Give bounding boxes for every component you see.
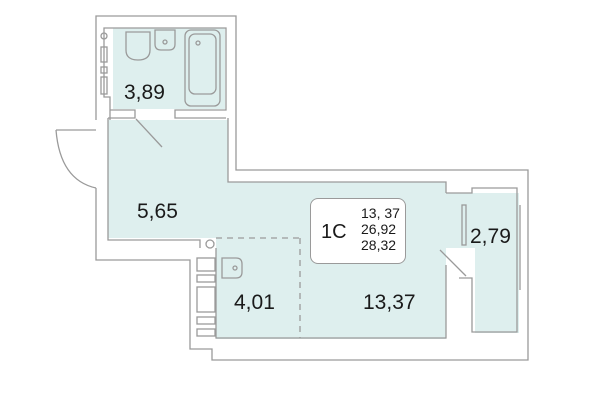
total-area: 26,92 [361,221,397,237]
room-area-living-room: 13,37 [363,291,416,314]
total-area-with-balcony: 28,32 [361,237,397,253]
room-area-balcony: 2,79 [470,225,511,248]
apartment-info-card: 1С 13, 37 26,92 28,32 [310,198,406,264]
living-area: 13, 37 [361,205,400,221]
room-area-bathroom: 3,89 [124,81,165,104]
room-area-kitchen: 4,01 [234,291,275,314]
apartment-type: 1С [321,221,347,243]
area-summary: 13, 37 26,92 28,32 [361,205,400,253]
room-area-hallway: 5,65 [137,200,178,223]
